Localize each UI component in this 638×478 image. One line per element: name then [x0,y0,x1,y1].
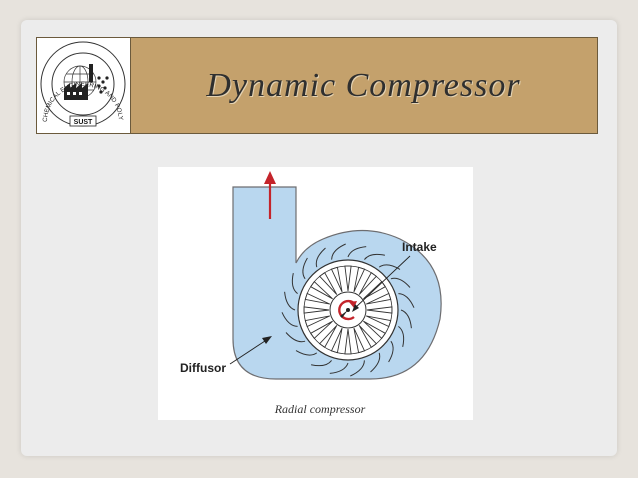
impeller-blade [353,327,366,354]
diffuser-vane [285,332,306,343]
diffuser-vane [295,350,318,356]
impeller-blade [330,266,343,293]
impeller-blade [358,325,377,348]
diffuser-vane [284,291,296,311]
diffuser-vane [310,360,332,367]
impeller-blade [310,320,333,339]
impeller-blade [353,266,366,293]
label-intake: Intake [402,240,437,254]
impeller-blade [358,272,377,295]
diffuser-vane [331,243,346,260]
impeller-blade [319,272,338,295]
impeller-blade [344,328,352,355]
fraternity-logo-icon: CHEMICAL ENGINEERING AND POLYMER SCIENCE… [34,33,126,127]
diffuser-vane [400,309,412,329]
impeller-blade [330,327,343,354]
outlet-arrow-icon [264,171,276,219]
diffuser-vane [350,360,365,377]
diffuser-vane [281,312,298,327]
diffuser-vane [390,277,411,288]
impeller-blade [319,325,338,348]
title-banner: CHEMICAL ENGINEERING AND POLYMER SCIENCE… [34,33,598,134]
label-diffusor: Diffusor [180,361,226,375]
diffuser-vane [302,257,308,280]
radial-compressor-diagram: Intake Diffusor Radial compressor [158,167,473,420]
diffuser-vane [398,326,405,348]
impeller-blade [366,306,393,314]
factory-icon [64,64,93,100]
diffuser-vane [315,247,326,268]
logo-badge: SUST [74,119,93,126]
diffuser-vane [329,362,349,374]
diffuser-vane [347,246,367,258]
diffuser-vane [370,352,381,373]
molecule-icon [97,76,109,94]
diffuser-vanes [281,243,415,377]
slide-title: Dynamic Compressor [206,66,521,104]
impeller-blade [365,292,392,305]
diffuser-vane [398,293,415,308]
diffuser-vane [388,340,394,363]
rotation-arrow-icon [338,299,357,321]
diffusor-leader-arrow [229,336,272,365]
impeller-blade [304,292,331,305]
impeller-blade [304,315,331,328]
impeller-blade [303,306,330,314]
diffuser-vane [378,264,401,270]
intake-leader-arrow [352,255,411,312]
diagram-caption: Radial compressor [274,402,366,416]
diffuser-vane [364,253,386,260]
logo: CHEMICAL ENGINEERING AND POLYMER SCIENCE… [34,33,131,133]
impeller-blade [310,281,333,300]
impeller-blade [344,265,352,292]
diffuser-vane [291,272,298,294]
impeller-blade [363,320,386,339]
impeller-blade [365,315,392,328]
